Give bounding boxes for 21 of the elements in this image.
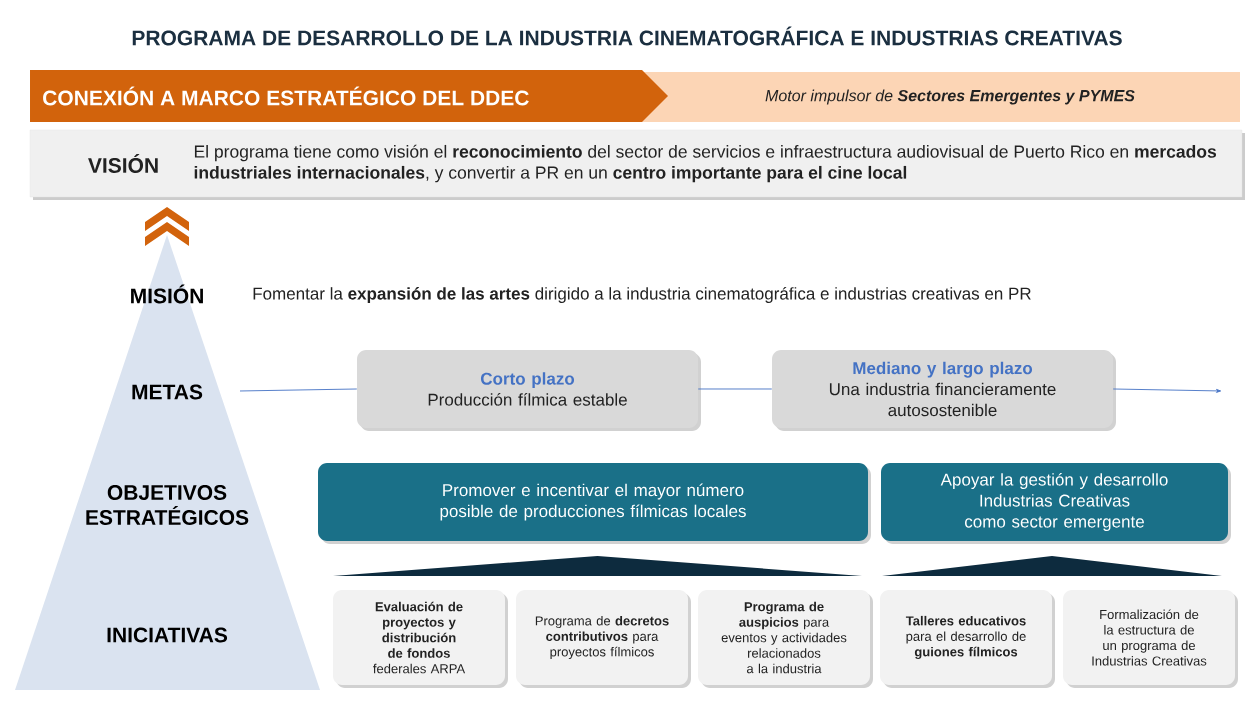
objective-box: Promover e incentivar el mayor número posible de producciones fílmicas locales: [318, 463, 871, 544]
title: PROGRAMA DE DESARROLLO DE LA INDUSTRIA CINEMATOGRÁFICA E INDUSTRIAS CREATIVAS: [132, 26, 1122, 46]
connector-line: [239, 388, 358, 392]
level-label: METAS: [132, 384, 203, 400]
header-banner: CONEXIÓN A MARCO ESTRATÉGICO DEL DDEC: [30, 70, 668, 122]
level-label: INICIATIVAS: [107, 627, 228, 643]
mission-text: Fomentar la expansión de las artes dirigido a la industria cinematográfica e industrias creativas en PR: [253, 286, 1031, 303]
initiative-box: Talleres educativos para el desarrollo de guiones fílmicos: [880, 590, 1055, 688]
goal-box: Corto plazo Producción fílmica estable: [357, 350, 701, 431]
level-label: MISIÓN: [131, 284, 203, 304]
goal-box: Mediano y largo plazo Una industria financieramente autosostenible: [772, 350, 1116, 431]
initiative-box: Programa de auspicios para eventos y actividades relacionados a la industria: [698, 590, 873, 688]
initiative-box: Formalización de la estructura de un programa de Industrias Creativas: [1063, 590, 1238, 688]
vision-box: VISIÓN El programa tiene como visión el reconocimiento del sector de servicios e infraestructura audiovisual de Puerto Rico en mercados industriales internacionales, y convertir a PR en un centro importante para el cine local: [29, 129, 1245, 200]
objective-box: Apoyar la gestión y desarrollo Industrias Creativas como sector emergente: [881, 463, 1231, 544]
subtitle-band: Motor impulsor de Sectores Emergentes y PYMES: [640, 72, 1240, 122]
connector-line: [1112, 388, 1222, 393]
connector-line: [697, 388, 773, 390]
initiative-box: Evaluación de proyectos y distribución de fondos federales ARPA: [333, 590, 508, 688]
initiative-box: Programa de decretos contributivos para proyectos fílmicos: [516, 590, 691, 688]
level-label: OBJETIVOS ESTRATÉGICOS: [86, 485, 249, 525]
